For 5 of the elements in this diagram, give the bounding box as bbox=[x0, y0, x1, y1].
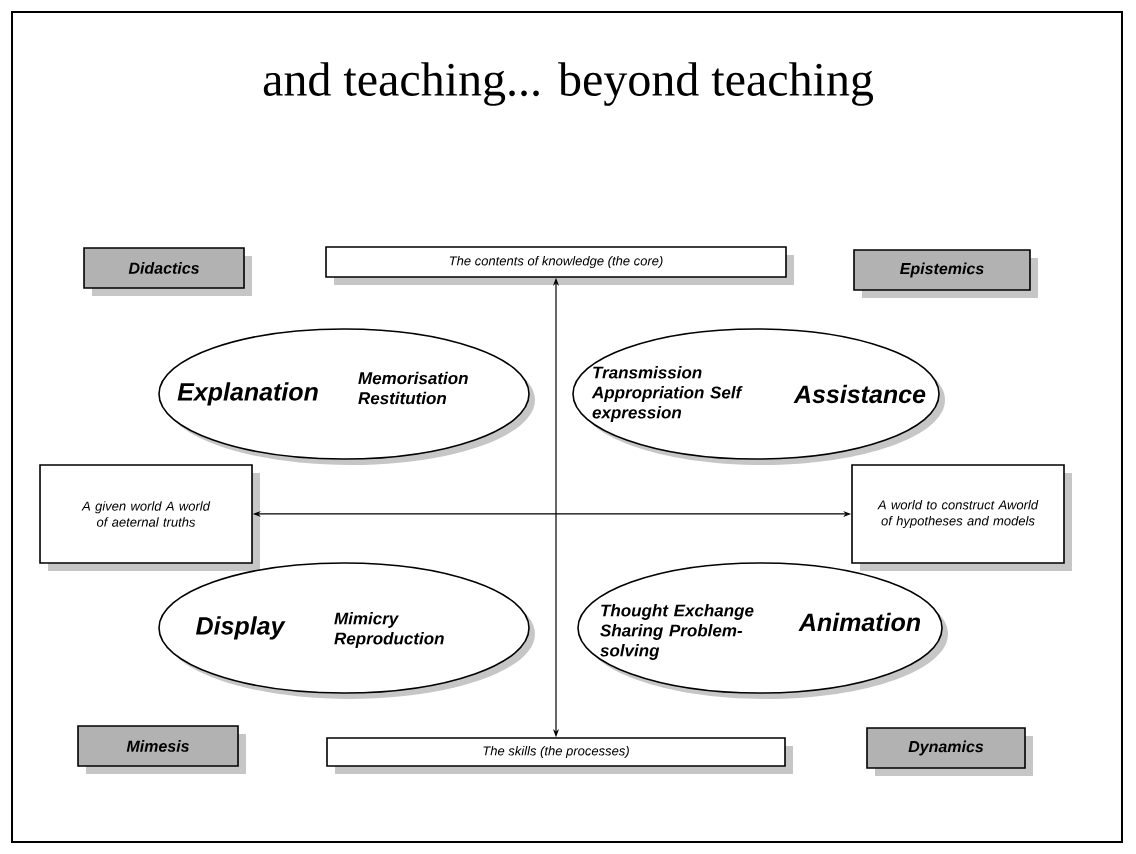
label-box: Epistemics bbox=[853, 249, 1038, 298]
label-box: Dynamics bbox=[866, 727, 1033, 776]
label-box: Didactics bbox=[83, 247, 252, 296]
title: and teaching... beyond teaching bbox=[263, 62, 874, 106]
label-box: Mimesis bbox=[77, 725, 246, 774]
